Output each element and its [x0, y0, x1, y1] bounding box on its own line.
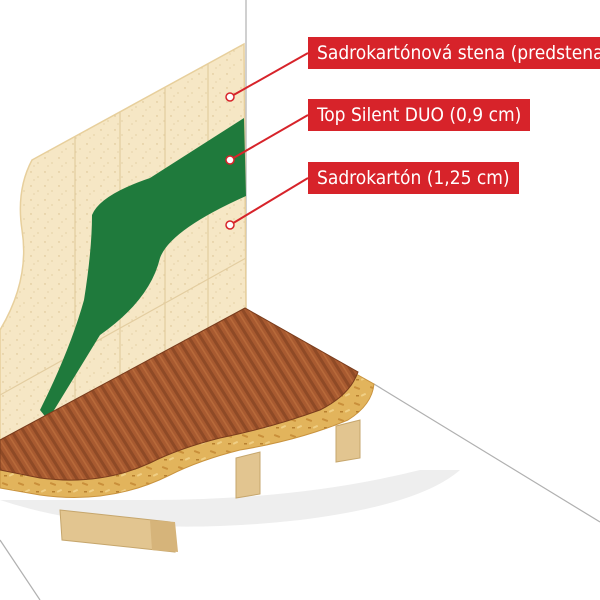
floor-joists — [59, 419, 361, 553]
label-top-silent: Top Silent DUO (0,9 cm) — [308, 99, 531, 131]
floor-shadow — [0, 470, 460, 527]
membrane-layer — [40, 118, 246, 420]
callout-leaders — [229, 52, 309, 226]
callout-dots — [225, 92, 235, 230]
label-wall-front: Sadrokartónová stena (predstena) — [308, 37, 600, 69]
wood-flooring — [0, 307, 359, 481]
label-drywall: Sadrokartón (1,25 cm) — [308, 162, 519, 194]
